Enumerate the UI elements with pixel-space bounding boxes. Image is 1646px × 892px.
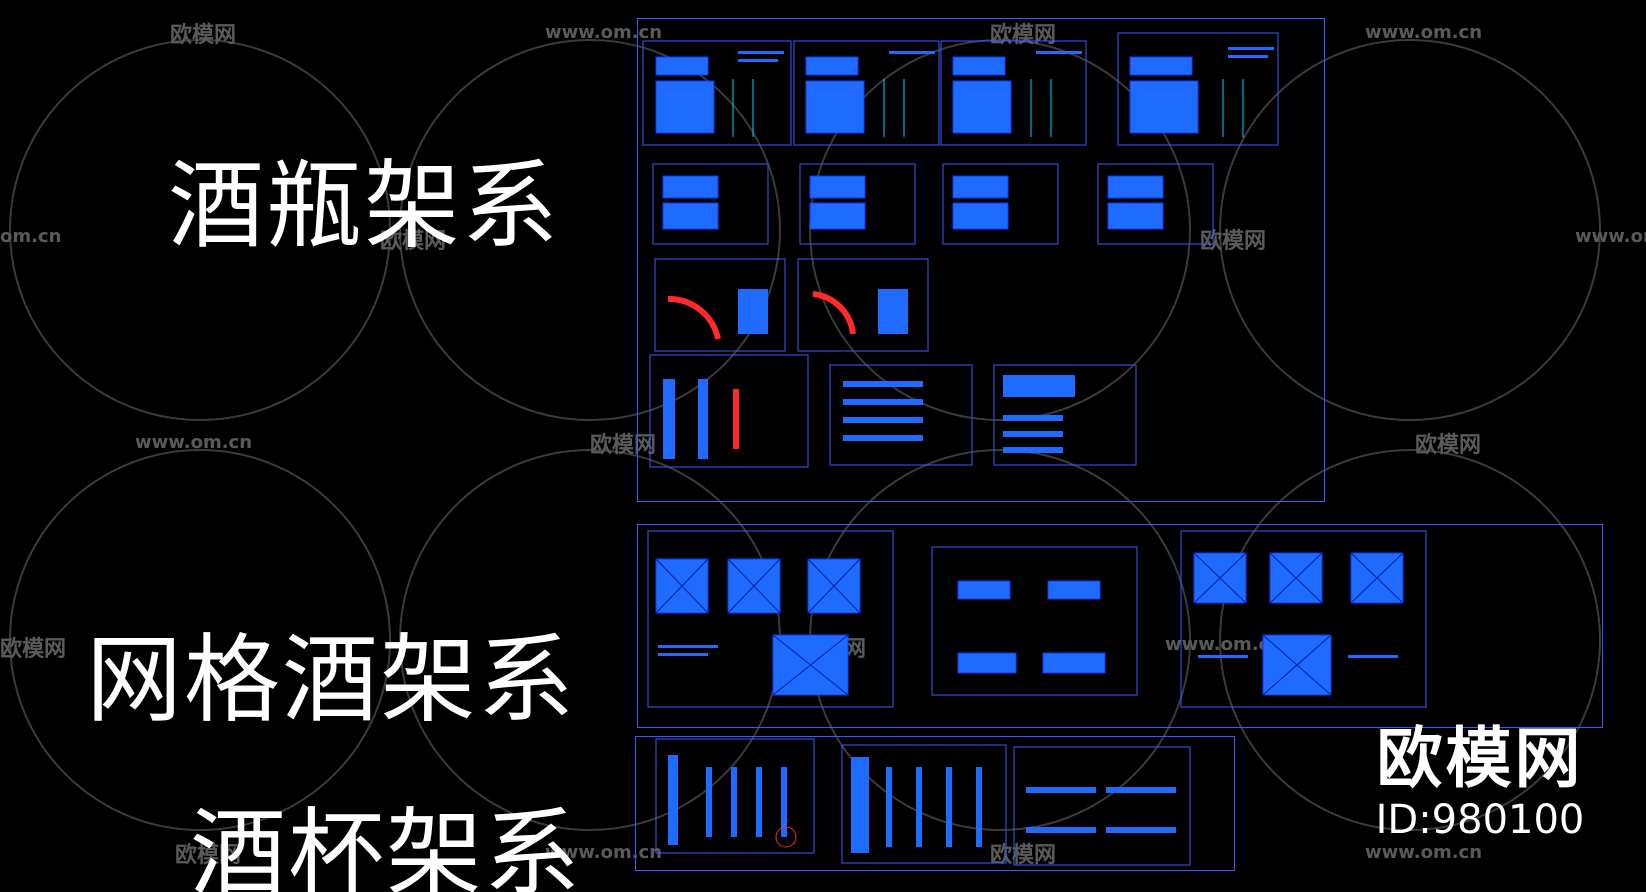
- title-bottle-rack: 酒瓶架系: [168, 150, 560, 262]
- watermark-logo-text: 欧模网: [170, 22, 236, 48]
- grid-rack-drawings: [647, 530, 1427, 708]
- glass-rack-drawings: [655, 738, 1191, 866]
- bottle-rack-drawing-panel: [637, 18, 1325, 502]
- brand-name: 欧模网: [1376, 720, 1584, 797]
- brand-id: ID:980100: [1375, 797, 1585, 843]
- watermark-url-text: om.cn: [0, 226, 61, 247]
- watermark-logo-text: 欧模网: [1415, 432, 1481, 458]
- brand-block: 欧模网 ID:980100: [1370, 722, 1590, 844]
- title-grid-rack: 网格酒架系: [86, 624, 576, 736]
- watermark-url-text: www.om.cn: [1365, 22, 1482, 43]
- grid-rack-drawing-panel: [637, 524, 1603, 728]
- title-glass-rack: 酒杯架系: [190, 798, 582, 892]
- watermark-url-text: www.om.cn: [1575, 226, 1646, 247]
- watermark-logo-text: 欧模网: [0, 636, 66, 662]
- watermark-url-text: www.om.cn: [1365, 842, 1482, 863]
- glass-rack-drawing-panel: [635, 736, 1235, 871]
- bottle-rack-drawings: [642, 32, 1279, 468]
- watermark-url-text: www.om.cn: [135, 432, 252, 453]
